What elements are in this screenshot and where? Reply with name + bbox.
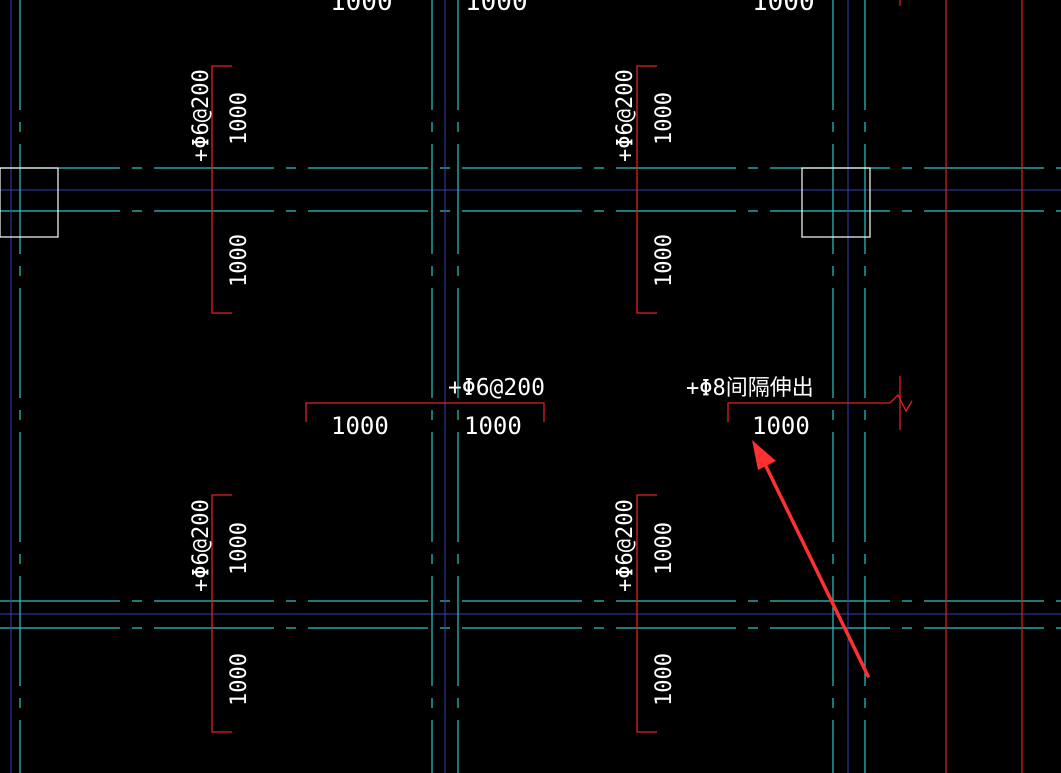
arrow-shaft <box>760 456 870 678</box>
rebar-line <box>727 393 913 422</box>
rebar-dim-top: 1000 <box>652 522 677 575</box>
rebar-dim-right: 1000 <box>464 412 522 440</box>
rebar-spec-label: +Φ8间隔伸出 <box>686 376 814 401</box>
rebar-line <box>636 494 657 733</box>
rebar-spec-label: +Φ6@200 <box>189 499 214 592</box>
rebar-vertical-1[interactable]: +Φ6@200 1000 1000 <box>189 65 252 314</box>
rebar-dim: 1000 <box>752 412 810 440</box>
rebar-vertical-2[interactable]: +Φ6@200 1000 1000 <box>613 65 677 314</box>
column-left <box>0 167 59 238</box>
rebar-dim-top: 1000 <box>652 92 677 145</box>
rebar-line <box>211 494 232 733</box>
rebar-horizontal-1[interactable]: +Φ6@200 1000 1000 <box>305 375 545 440</box>
red-arrow-pointer-icon <box>752 440 870 678</box>
rebar-dim-left: 1000 <box>331 412 389 440</box>
rebar-dim-bottom: 1000 <box>227 653 252 706</box>
rebar-spec-label: +Φ6@200 <box>448 375 545 401</box>
rebar-line <box>305 402 545 422</box>
rebar-spec-label: +Φ6@200 <box>613 69 638 162</box>
arrow-head <box>752 440 776 470</box>
rebar-dim-bottom: 1000 <box>652 653 677 706</box>
rebar-dim-bottom: 1000 <box>652 234 677 287</box>
rebar-horizontal-2[interactable]: +Φ8间隔伸出 1000 <box>686 376 913 440</box>
top-cut-label-1: 1000 <box>330 0 393 17</box>
rebar-dim-top: 1000 <box>227 522 252 575</box>
column-right <box>801 167 871 238</box>
rebar-dim-top: 1000 <box>227 92 252 145</box>
rebar-line <box>211 65 232 314</box>
top-cut-label-3: 1000 <box>752 0 815 17</box>
rebar-vertical-4[interactable]: +Φ6@200 1000 1000 <box>613 494 677 733</box>
top-cut-label-2: 1000 <box>465 0 528 17</box>
rebar-spec-label: +Φ6@200 <box>613 499 638 592</box>
rebar-spec-label: +Φ6@200 <box>189 69 214 162</box>
rebar-line <box>636 65 657 314</box>
rebar-vertical-3[interactable]: +Φ6@200 1000 1000 <box>189 494 252 733</box>
red-wall-lines <box>899 0 1023 773</box>
rebar-dim-bottom: 1000 <box>227 234 252 287</box>
